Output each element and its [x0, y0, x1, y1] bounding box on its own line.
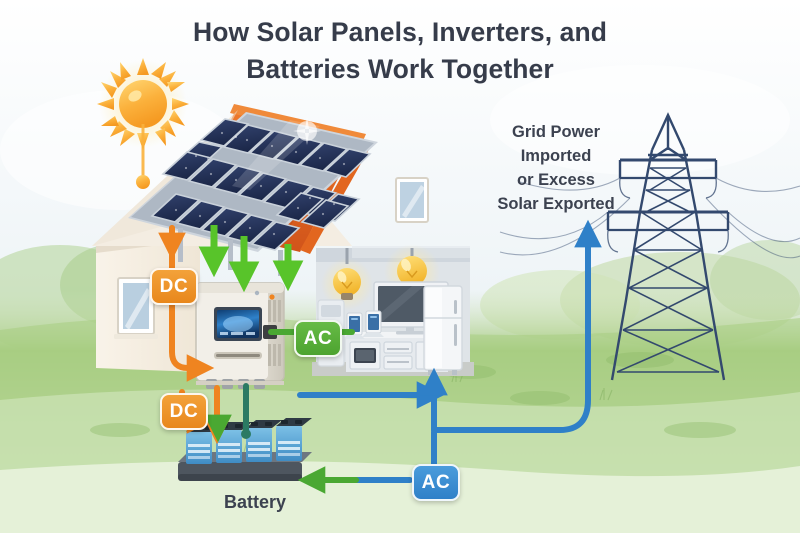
- house-window: [114, 277, 158, 339]
- badge-dc-panels-to-inverter[interactable]: DC: [150, 268, 198, 305]
- solar-panel-array: [128, 112, 378, 276]
- tablet-icon: [343, 312, 365, 339]
- refrigerator-icon: [423, 285, 463, 375]
- sun-icon: [97, 58, 189, 189]
- flow-battery-return: [241, 383, 251, 439]
- tablet-icon: [362, 310, 384, 337]
- badge-dc-inverter-to-battery[interactable]: DC: [160, 393, 208, 430]
- page-title: How Solar Panels, Inverters, and Batteri…: [192, 17, 608, 84]
- battery-cell: [246, 420, 282, 462]
- flow-dc-panels-to-inverter: [158, 225, 215, 382]
- battery-cell: [276, 418, 312, 461]
- inverter: [195, 282, 285, 389]
- light-bulb-icon: [321, 248, 373, 310]
- grid-caption: Grid Power Imported or Excess Solar Expo…: [497, 123, 615, 213]
- badge-ac-inverter-to-home[interactable]: AC: [294, 320, 342, 357]
- flow-solar-drop: [198, 225, 304, 292]
- power-pylon: [499, 112, 800, 381]
- home-appliances: [317, 244, 463, 375]
- gable-window: [395, 177, 429, 223]
- badge-ac-grid-tie[interactable]: AC: [412, 464, 460, 501]
- battery-caption: Battery: [223, 492, 287, 512]
